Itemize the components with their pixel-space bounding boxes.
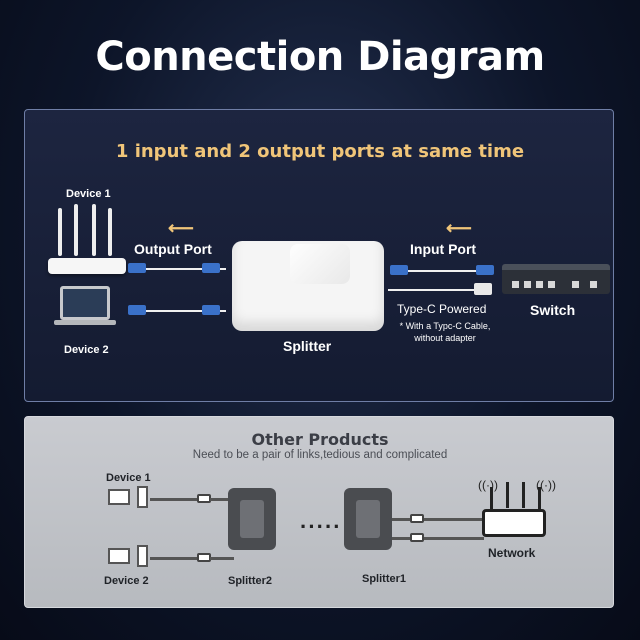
rj45-plug-icon: [197, 494, 211, 503]
rj45-plug: [476, 265, 494, 275]
cable: [396, 270, 490, 272]
router-antenna: [92, 204, 96, 256]
laptop-base: [54, 320, 116, 325]
arrow-left-icon: ⟵: [168, 218, 194, 238]
splitter-label: Splitter: [283, 338, 332, 354]
splitter-window: [356, 500, 380, 538]
rj45-plug: [128, 305, 146, 315]
cable: [150, 557, 198, 560]
splitter-highlight: [290, 244, 350, 284]
cable: [392, 518, 410, 521]
rj45-plug: [202, 263, 220, 273]
device1-label: Device 1: [66, 188, 111, 200]
router-antenna: [522, 482, 525, 508]
output-port-label: Output Port: [134, 241, 212, 257]
switch-port: [536, 281, 543, 288]
router-antenna: [538, 487, 541, 509]
cable: [210, 557, 234, 560]
switch-port: [590, 281, 597, 288]
other-products-subtitle: Need to be a pair of links,tedious and c…: [192, 449, 448, 461]
pc-monitor-icon: [108, 489, 130, 505]
usb-c-cable: [388, 289, 480, 291]
router-antenna: [58, 208, 62, 256]
cable: [424, 518, 484, 521]
cable: [136, 310, 226, 312]
rj45-plug: [390, 265, 408, 275]
panel-subtitle: 1 input and 2 output ports at same time: [115, 141, 525, 162]
router-icon: [48, 258, 126, 274]
pc-tower-icon: [137, 545, 148, 567]
rj45-plug: [202, 305, 220, 315]
cable: [150, 498, 198, 501]
switch-port: [572, 281, 579, 288]
switch-port: [524, 281, 531, 288]
usb-plug-icon: [474, 283, 492, 295]
splitter2-label: Splitter2: [228, 575, 273, 587]
cable: [424, 537, 484, 540]
pc-tower-icon: [137, 486, 148, 508]
cable: [210, 498, 234, 501]
network-router-icon: [482, 509, 546, 537]
input-port-label: Input Port: [410, 241, 477, 257]
network-label: Network: [488, 546, 536, 560]
network-switch-icon: [502, 264, 610, 294]
typec-note-line1: * With a Typc-C Cable,: [399, 321, 491, 331]
router-antenna: [506, 482, 509, 508]
rj45-plug: [128, 263, 146, 273]
cable: [392, 537, 410, 540]
router-antenna: [108, 208, 112, 256]
router-antenna: [74, 204, 78, 256]
typec-note-line2: without adapter: [414, 333, 476, 343]
device2-label: Device 2: [64, 344, 109, 356]
rj45-plug-icon: [410, 533, 424, 542]
bottom-device1-label: Device 1: [106, 472, 151, 484]
splitter1-label: Splitter1: [362, 573, 407, 585]
router-antenna: [490, 487, 493, 509]
wifi-icon: ((·)): [536, 478, 556, 492]
typec-label: Type-C Powered: [397, 302, 487, 316]
switch-label: Switch: [530, 302, 576, 318]
rj45-plug-icon: [410, 514, 424, 523]
switch-port: [548, 281, 555, 288]
page-title: Connection Diagram: [95, 34, 545, 80]
splitter-window: [240, 500, 264, 538]
pc-monitor-icon: [108, 548, 130, 564]
ellipsis-connector: ·····: [300, 514, 342, 539]
laptop-icon: [60, 286, 110, 320]
switch-port: [512, 281, 519, 288]
bottom-device2-label: Device 2: [104, 575, 149, 587]
rj45-plug-icon: [197, 553, 211, 562]
wifi-icon: ((·)): [478, 478, 498, 492]
cable: [136, 268, 226, 270]
other-products-title: Other Products: [251, 430, 389, 449]
arrow-left-icon: ⟵: [446, 218, 472, 238]
